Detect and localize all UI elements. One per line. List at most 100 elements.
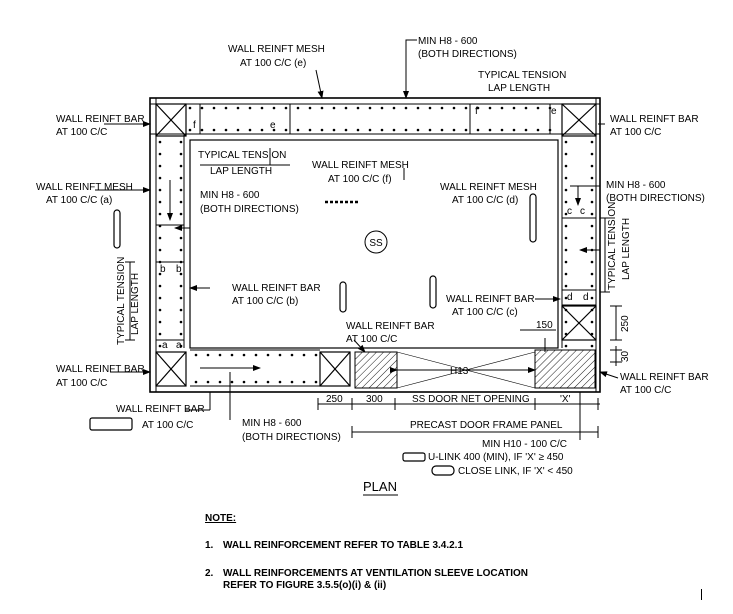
wall-bar-left-bottom-label: WALL REINFT BAR AT 100 C/C	[56, 364, 145, 389]
svg-text:WALL REINFT BAR: WALL REINFT BAR	[232, 283, 321, 294]
tension-bracket-right	[125, 217, 610, 341]
notes-heading: NOTE:	[205, 513, 237, 524]
dim-250-vertical: 250	[620, 315, 631, 332]
svg-text:WALL REINFT MESH: WALL REINFT MESH	[228, 44, 325, 55]
corner-columns	[155, 103, 597, 387]
svg-text:LAP LENGTH: LAP LENGTH	[130, 273, 141, 335]
dim-30-vertical: 30	[620, 350, 631, 362]
bar-symbols	[89, 193, 537, 476]
plan-title: PLAN	[363, 479, 398, 496]
svg-text:e: e	[551, 106, 557, 117]
svg-text:f: f	[475, 106, 478, 117]
notes-block: NOTE: 1. WALL REINFORCEMENT REFER TO TAB…	[205, 513, 528, 608]
wall-outline	[149, 97, 601, 393]
svg-text:(BOTH DIRECTIONS): (BOTH DIRECTIONS)	[200, 204, 299, 215]
svg-text:AT 100 C/C: AT 100 C/C	[56, 127, 107, 138]
svg-text:TYPICAL TENSION: TYPICAL TENSION	[478, 70, 566, 81]
h13-label: H13	[450, 366, 469, 377]
note-item: 2. WALL REINFORCEMENTS AT VENTILATION SL…	[205, 568, 528, 591]
svg-text:WALL REINFT BAR: WALL REINFT BAR	[446, 294, 535, 305]
svg-text:WALL REINFT BAR: WALL REINFT BAR	[620, 372, 709, 383]
svg-text:AT 100 C/C (b): AT 100 C/C (b)	[232, 296, 298, 307]
svg-text:d: d	[567, 292, 573, 303]
svg-text:AT 100 C/C: AT 100 C/C	[142, 420, 193, 431]
svg-text:TYPICAL TENSION: TYPICAL TENSION	[116, 257, 127, 345]
min-h8-right-label: MIN H8 - 600 (BOTH DIRECTIONS)	[606, 180, 705, 204]
svg-text:TYPICAL TENSION: TYPICAL TENSION	[607, 202, 618, 290]
svg-text:WALL REINFT BAR: WALL REINFT BAR	[56, 364, 145, 375]
svg-text:a: a	[176, 340, 182, 351]
svg-text:MIN H8 - 600: MIN H8 - 600	[606, 180, 666, 191]
svg-text:WALL REINFT MESH: WALL REINFT MESH	[440, 182, 537, 193]
wall-mesh-top-label: WALL REINFT MESH AT 100 C/C (e)	[228, 44, 325, 69]
svg-text:(BOTH DIRECTIONS): (BOTH DIRECTIONS)	[418, 49, 517, 60]
scroll-mark	[701, 589, 702, 600]
svg-text:30: 30	[620, 350, 631, 362]
svg-text:e: e	[270, 120, 276, 131]
close-link-label: CLOSE LINK, IF 'X' < 450	[458, 466, 573, 477]
svg-text:AT 100 C/C: AT 100 C/C	[620, 385, 671, 396]
svg-text:AT 100 C/C (a): AT 100 C/C (a)	[46, 195, 112, 206]
svg-text:LAP LENGTH: LAP LENGTH	[488, 83, 550, 94]
wall-bar-b-label: WALL REINFT BAR AT 100 C/C (b)	[232, 283, 321, 307]
dimension-lines	[317, 305, 622, 438]
svg-text:d: d	[583, 292, 589, 303]
wall-bar-right-bottom-label: WALL REINFT BAR AT 100 C/C	[620, 372, 709, 396]
wall-bar-legend-label: WALL REINFT BAR AT 100 C/C	[116, 404, 205, 431]
dim-x: 'X'	[560, 394, 571, 405]
svg-text:250: 250	[620, 315, 631, 332]
dim-door-panel: PRECAST DOOR FRAME PANEL	[410, 420, 563, 431]
svg-text:MIN H8 - 600: MIN H8 - 600	[418, 36, 478, 47]
wall-bar-left-top-label: WALL REINFT BAR AT 100 C/C	[56, 114, 145, 138]
svg-text:WALL REINFT BAR: WALL REINFT BAR	[346, 321, 435, 332]
dim-door-opening: SS DOOR NET OPENING	[412, 394, 530, 405]
svg-text:(BOTH DIRECTIONS): (BOTH DIRECTIONS)	[242, 432, 341, 443]
dim-250: 250	[326, 394, 343, 405]
door-frame-panels	[354, 349, 596, 389]
min-h10-label: MIN H10 - 100 C/C	[482, 439, 567, 450]
dim-150: 150	[536, 320, 553, 331]
u-link-label: U-LINK 400 (MIN), IF 'X' ≥ 450	[428, 452, 564, 463]
svg-text:WALL REINFT BAR: WALL REINFT BAR	[56, 114, 145, 125]
svg-text:AT 100 C/C (e): AT 100 C/C (e)	[240, 58, 306, 69]
svg-text:AT 100 C/C: AT 100 C/C	[610, 127, 661, 138]
svg-text:c: c	[580, 206, 585, 217]
min-h8-bottom-label: MIN H8 - 600 (BOTH DIRECTIONS)	[242, 418, 341, 443]
wall-bar-right-top-label: WALL REINFT BAR AT 100 C/C	[610, 114, 699, 138]
wall-bar-door-label: WALL REINFT BAR AT 100 C/C	[346, 321, 435, 345]
svg-text:AT 100 C/C: AT 100 C/C	[56, 378, 107, 389]
wall-mesh-right-label: WALL REINFT MESH AT 100 C/C (d)	[440, 182, 537, 206]
tension-top-label: TYPICAL TENSION LAP LENGTH	[478, 70, 566, 94]
svg-text:PLAN: PLAN	[363, 479, 397, 494]
rebar-dots	[158, 106, 594, 384]
reference-letters: f e f e b b a a c c d d	[160, 106, 589, 351]
min-h8-left-label: MIN H8 - 600 (BOTH DIRECTIONS)	[200, 190, 299, 215]
svg-text:WALL REINFT MESH: WALL REINFT MESH	[312, 160, 409, 171]
svg-text:AT 100 C/C (d): AT 100 C/C (d)	[452, 195, 518, 206]
svg-text:MIN H8 - 600: MIN H8 - 600	[200, 190, 260, 201]
tension-left-vertical-label: TYPICAL TENSION LAP LENGTH	[116, 257, 141, 345]
svg-text:AT 100 C/C: AT 100 C/C	[346, 334, 397, 345]
note-item: 1. WALL REINFORCEMENT REFER TO TABLE 3.4…	[205, 540, 464, 551]
svg-text:(BOTH DIRECTIONS): (BOTH DIRECTIONS)	[606, 193, 705, 204]
ss-symbol: SS	[364, 230, 388, 254]
svg-text:c: c	[567, 206, 572, 217]
wall-mesh-left-label: WALL REINFT MESH AT 100 C/C (a)	[36, 182, 133, 206]
wall-bar-c-label: WALL REINFT BAR AT 100 C/C (c)	[446, 294, 535, 318]
svg-text:AT 100 C/C (c): AT 100 C/C (c)	[452, 307, 518, 318]
ss-label: SS	[369, 238, 383, 249]
svg-text:b: b	[160, 264, 166, 275]
dim-300: 300	[366, 394, 383, 405]
leader-lines	[95, 39, 619, 440]
tension-right-vertical-label: TYPICAL TENSION LAP LENGTH	[607, 202, 632, 290]
wall-mesh-center-label: WALL REINFT MESH AT 100 C/C (f)	[312, 160, 409, 185]
tension-inner-label: TYPICAL TENSION LAP LENGTH	[198, 150, 286, 177]
svg-text:MIN H8 - 600: MIN H8 - 600	[242, 418, 302, 429]
svg-text:a: a	[162, 340, 168, 351]
svg-text:LAP LENGTH: LAP LENGTH	[621, 218, 632, 280]
min-h8-top-label: MIN H8 - 600 (BOTH DIRECTIONS)	[418, 36, 517, 60]
svg-text:TYPICAL TENSION: TYPICAL TENSION	[198, 150, 286, 161]
svg-text:b: b	[176, 264, 182, 275]
svg-text:AT 100 C/C (f): AT 100 C/C (f)	[328, 174, 392, 185]
